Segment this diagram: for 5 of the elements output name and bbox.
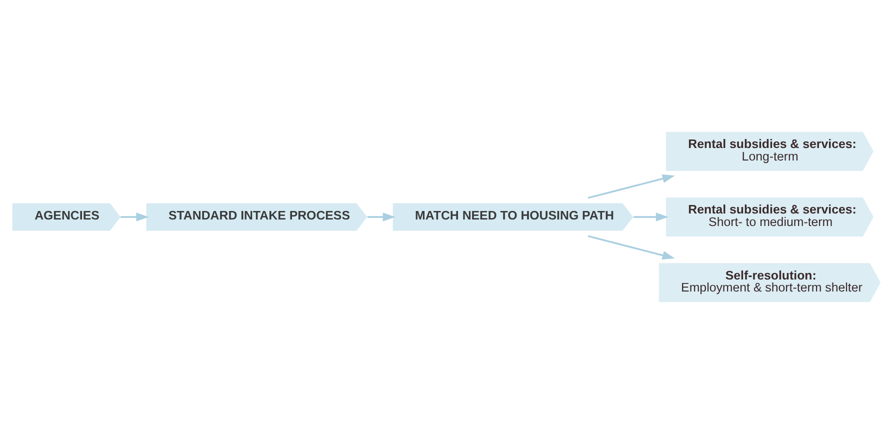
arrow (367, 212, 396, 222)
arrow (588, 235, 675, 260)
arrow (120, 212, 149, 222)
arrow (588, 174, 675, 199)
arrow (634, 212, 668, 222)
